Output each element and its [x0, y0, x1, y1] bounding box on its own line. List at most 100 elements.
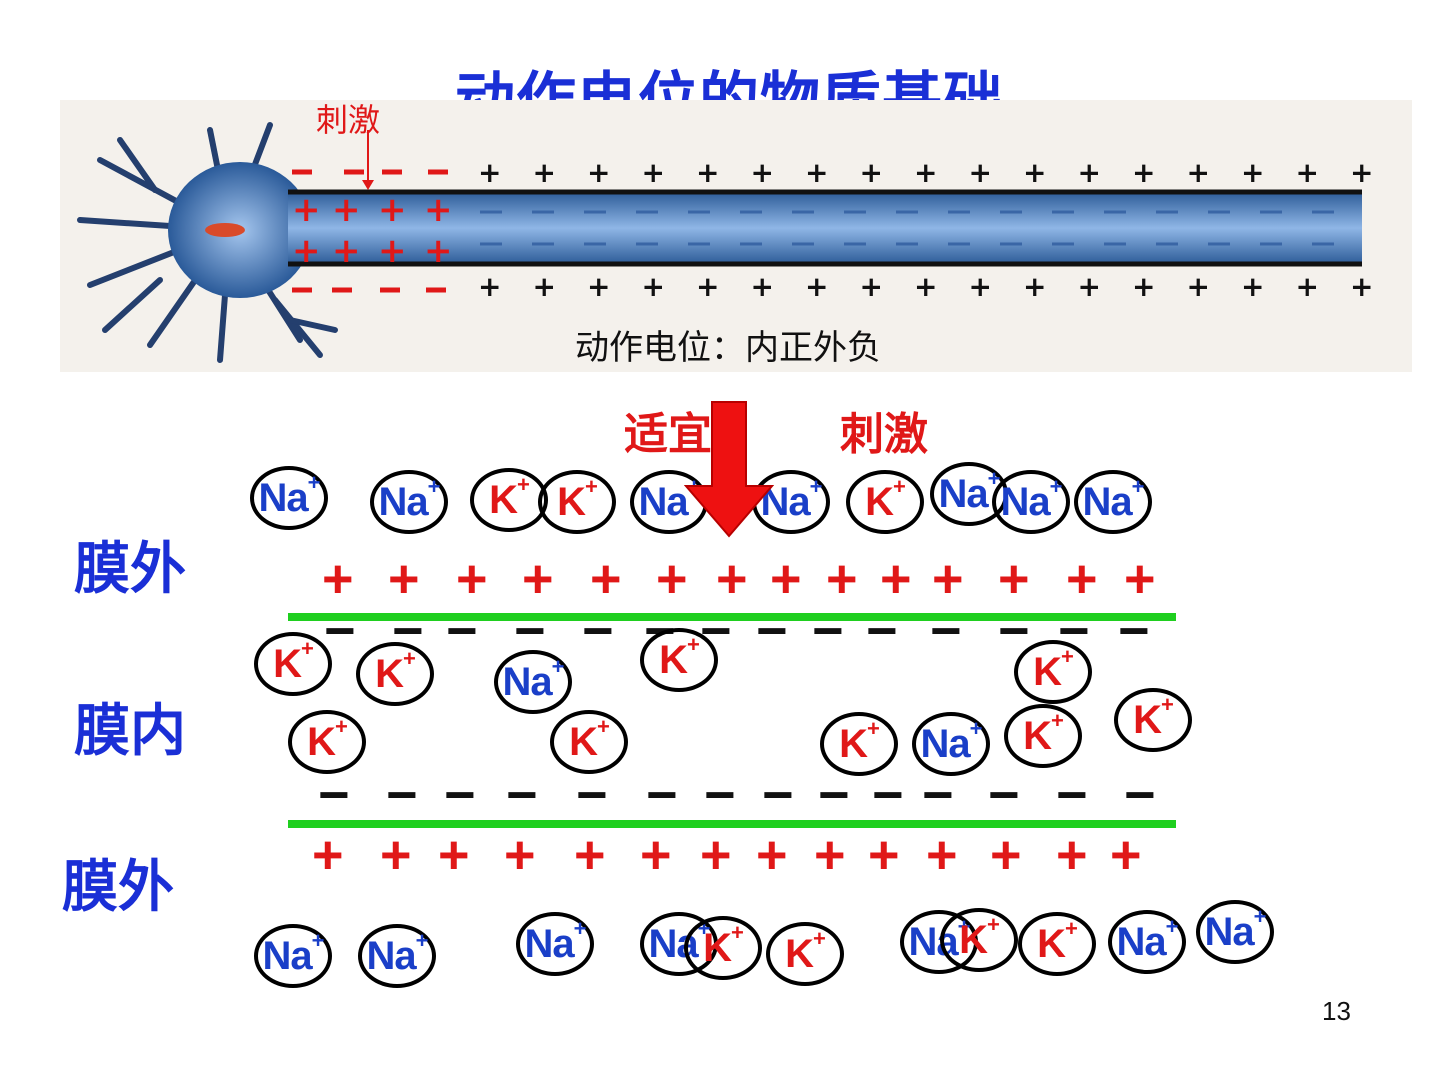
- plus-sign: +: [590, 549, 622, 609]
- plus-sign: +: [1066, 549, 1098, 609]
- plus-sign: +: [868, 825, 900, 885]
- resting-plus-sign: +: [751, 270, 774, 303]
- resting-plus-sign: +: [1078, 270, 1101, 303]
- svg-text:+: +: [332, 231, 361, 271]
- resting-plus-sign: +: [696, 270, 719, 303]
- action-potential-caption: 动作电位：内正外负: [575, 328, 881, 368]
- resting-plus-sign: +: [1296, 270, 1319, 303]
- plus-sign: +: [814, 825, 846, 885]
- minus-sign: −: [922, 765, 954, 825]
- plus-sign: +: [770, 549, 802, 609]
- plus-sign: +: [716, 549, 748, 609]
- resting-plus-sign: +: [1350, 270, 1373, 303]
- minus-sign: −: [762, 765, 794, 825]
- potassium-ion: K+: [470, 468, 548, 532]
- sodium-ion: Na+: [516, 912, 594, 976]
- resting-plus-sign: +: [1132, 156, 1155, 189]
- stimulus-label-left: 适宜: [624, 409, 712, 460]
- resting-plus-sign: +: [969, 156, 992, 189]
- minus-sign: −: [506, 765, 538, 825]
- minus-sign: −: [1118, 601, 1150, 661]
- svg-text:+: +: [292, 231, 321, 271]
- region-outer-bottom: 膜外: [62, 855, 174, 920]
- resting-plus-sign: +: [1187, 156, 1210, 189]
- plus-sign: +: [926, 825, 958, 885]
- membrane-bottom: [288, 820, 1176, 828]
- resting-plus-sign: +: [1350, 156, 1373, 189]
- page-number: 13: [1322, 996, 1351, 1026]
- potassium-ion: K+: [640, 628, 718, 692]
- plus-sign: +: [522, 549, 554, 609]
- neuron-stimulus-label: 刺激: [316, 101, 381, 139]
- potassium-ion: K+: [288, 710, 366, 774]
- svg-text:+: +: [378, 190, 407, 230]
- minus-sign: −: [1056, 765, 1088, 825]
- plus-sign: +: [990, 825, 1022, 885]
- sodium-ion: Na+: [358, 924, 436, 988]
- axon-inner-dashes: [480, 210, 1350, 246]
- potassium-ion: K+: [846, 470, 924, 534]
- minus-sign: −: [866, 601, 898, 661]
- sodium-ion: Na+: [494, 650, 572, 714]
- axon: [288, 192, 1362, 264]
- svg-text:+: +: [292, 190, 321, 230]
- resting-plus-sign: +: [860, 270, 883, 303]
- region-inner: 膜内: [74, 699, 186, 764]
- potassium-ion: K+: [766, 922, 844, 986]
- sodium-ion: Na+: [1196, 900, 1274, 964]
- resting-plus-sign: +: [805, 270, 828, 303]
- plus-sign: +: [826, 549, 858, 609]
- sodium-ion: Na+: [250, 466, 328, 530]
- plus-sign: +: [700, 825, 732, 885]
- potassium-ion: K+: [1014, 640, 1092, 704]
- resting-plus-sign: +: [1023, 270, 1046, 303]
- minus-sign: −: [1124, 765, 1156, 825]
- resting-plus-sign: +: [860, 156, 883, 189]
- resting-plus-sign: +: [1187, 270, 1210, 303]
- plus-sign: +: [756, 825, 788, 885]
- potassium-ion: K+: [550, 710, 628, 774]
- potassium-ion: K+: [538, 470, 616, 534]
- potassium-ion: K+: [684, 916, 762, 980]
- resting-plus-sign: +: [533, 270, 556, 303]
- minus-sign: −: [988, 765, 1020, 825]
- minus-sign: −: [446, 601, 478, 661]
- minus-sign: −: [582, 601, 614, 661]
- resting-plus-sign: +: [914, 156, 937, 189]
- potassium-ion: K+: [940, 908, 1018, 972]
- resting-plus-sign: +: [642, 270, 665, 303]
- neuron-illustration: ++++ ++++ ++++++++++++++++++++++++++++++…: [60, 100, 1412, 372]
- plus-sign: +: [504, 825, 536, 885]
- resting-plus-sign: +: [533, 156, 556, 189]
- sodium-ion: Na+: [370, 470, 448, 534]
- resting-plus-sign: +: [587, 270, 610, 303]
- potassium-ion: K+: [1018, 912, 1096, 976]
- minus-sign: −: [704, 765, 736, 825]
- plus-sign: +: [998, 549, 1030, 609]
- nucleus: [205, 223, 245, 237]
- potassium-ion: K+: [1004, 704, 1082, 768]
- plus-sign: +: [380, 825, 412, 885]
- resting-plus-sign: +: [1296, 156, 1319, 189]
- resting-outside-plus: ++++++++++++++++++++++++++++++++++: [478, 156, 1373, 303]
- potassium-ion: K+: [1114, 688, 1192, 752]
- plus-sign: +: [574, 825, 606, 885]
- resting-plus-sign: +: [1023, 156, 1046, 189]
- minus-sign: −: [818, 765, 850, 825]
- potassium-ion: K+: [820, 712, 898, 776]
- svg-text:+: +: [378, 231, 407, 271]
- plus-sign: +: [932, 549, 964, 609]
- resting-plus-sign: +: [696, 156, 719, 189]
- resting-plus-sign: +: [805, 156, 828, 189]
- membrane-top: [288, 613, 1176, 621]
- minus-sign: −: [324, 601, 356, 661]
- minus-sign: −: [756, 601, 788, 661]
- svg-text:+: +: [424, 231, 453, 271]
- minus-sign: −: [576, 765, 608, 825]
- minus-sign: −: [812, 601, 844, 661]
- svg-text:+: +: [424, 190, 453, 230]
- plus-sign: +: [640, 825, 672, 885]
- plus-sign: +: [322, 549, 354, 609]
- resting-plus-sign: +: [587, 156, 610, 189]
- resting-plus-sign: +: [1132, 270, 1155, 303]
